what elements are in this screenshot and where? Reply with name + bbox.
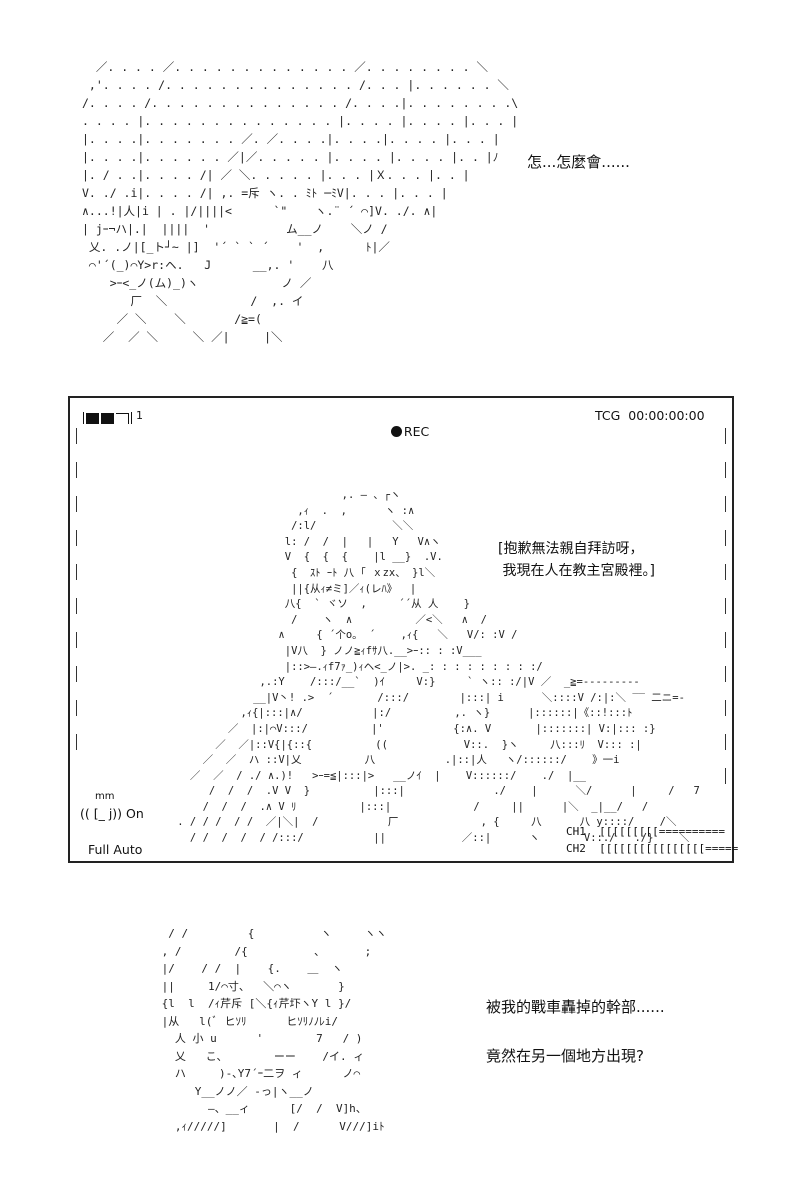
focal-length-label: mm	[95, 791, 115, 802]
audio-level-ch1: CH1 [[[[[[[[[==========	[566, 825, 725, 838]
battery-indicator: 1	[83, 408, 143, 424]
battery-edge	[131, 412, 132, 424]
rec-indicator: REC	[375, 408, 429, 456]
frame-tick-right	[725, 496, 726, 512]
timecode-readout: TCG 00:00:00:00	[595, 408, 705, 423]
frame-tick-right	[725, 632, 726, 648]
frame-tick-left	[76, 632, 77, 648]
frame-tick-left	[76, 700, 77, 716]
ascii-art-surprised-character: ／. . . . ／. . . . . . . . . . . . . ／. .…	[82, 60, 519, 344]
rec-label: REC	[403, 424, 430, 439]
frame-tick-left	[76, 564, 77, 580]
battery-cell-full	[86, 413, 99, 424]
frame-tick-right	[725, 598, 726, 614]
exposure-mode-label: Full Auto	[88, 842, 143, 857]
frame-tick-right	[725, 734, 726, 750]
frame-tick-left	[76, 598, 77, 614]
caption-surprise: 怎...怎麼會......	[527, 153, 630, 171]
frame-tick-right	[725, 768, 726, 784]
record-dot-icon	[390, 426, 402, 437]
camera-viewfinder-frame: 1 REC TCG 00:00:00:00 ,. ― 、┌ヽ ,ｨ . , ヽ …	[68, 396, 738, 863]
battery-cell-empty	[116, 413, 129, 424]
speech-bubble: [抱歉無法親自拜訪呀， 我現在人在教主宮殿裡。]	[498, 541, 655, 579]
frame-tick-left	[76, 666, 77, 682]
frame-tick-right	[725, 428, 726, 444]
audio-level-ch2: CH2 [[[[[[[[[[[[[[[[=====	[566, 842, 739, 855]
frame-tick-left	[76, 462, 77, 478]
caption-destroyed-officer: 被我的戰車轟掉的幹部......	[486, 998, 665, 1016]
frame-tick-right	[725, 564, 726, 580]
battery-label: 1	[136, 409, 143, 422]
frame-tick-right	[725, 700, 726, 716]
stabilizer-status: (( [_ j)) On	[80, 806, 144, 821]
frame-tick-right	[725, 462, 726, 478]
battery-edge	[83, 412, 84, 424]
caption-appears-elsewhere: 竟然在另一個地方出現?	[486, 1047, 644, 1065]
frame-tick-left	[76, 530, 77, 546]
frame-tick-left	[76, 428, 77, 444]
frame-tick-left	[76, 734, 77, 750]
ascii-art-cloaked-figure: ,. ― 、┌ヽ ,ｨ . , ヽ :∧ /:l/ ＼＼ l: / / | | …	[177, 489, 700, 845]
ascii-art-glaring-character: / / { ヽ ヽヽ , / /{ 、 ; |/ / / | {. ＿ ヽ ||…	[161, 927, 387, 1133]
frame-tick-left	[76, 496, 77, 512]
frame-tick-right	[725, 666, 726, 682]
battery-cell-full	[101, 413, 114, 424]
frame-tick-right	[725, 530, 726, 546]
